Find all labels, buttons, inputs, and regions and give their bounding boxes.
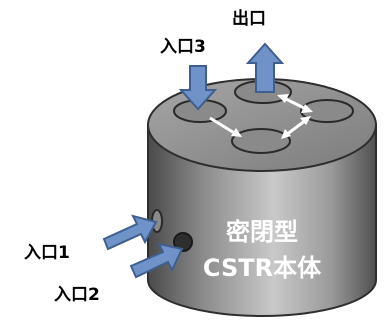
flow-arrowhead: [231, 128, 242, 137]
inlet2-label: 入口2: [54, 285, 100, 305]
inlet1-arrow: [102, 214, 158, 251]
inlet1-label: 入口1: [24, 243, 70, 263]
reactor-name-line1: 密閉型: [226, 218, 298, 246]
outlet-arrow: [245, 42, 285, 93]
flow-arrow-right-upper: [283, 96, 307, 111]
inlet3-label: 入口3: [160, 37, 206, 57]
flow-arrowhead: [281, 129, 291, 139]
port-front-top: [231, 128, 291, 154]
port-inlet2-side: [173, 232, 193, 252]
outlet-label: 出口: [232, 8, 266, 29]
flow-arrowhead: [301, 104, 313, 113]
inlet2-arrow: [129, 242, 184, 279]
flow-arrow-left: [209, 116, 237, 136]
reactor-body: [147, 124, 377, 317]
flow-arrowhead: [300, 116, 311, 125]
inlet3-arrow: [178, 65, 218, 111]
flow-arrow-right-lower: [285, 118, 307, 137]
port-right-top: [300, 99, 354, 123]
reactor-name-line2: CSTR本体: [203, 254, 322, 282]
flow-arrowhead: [277, 94, 289, 103]
flow-arrows: [209, 94, 313, 139]
